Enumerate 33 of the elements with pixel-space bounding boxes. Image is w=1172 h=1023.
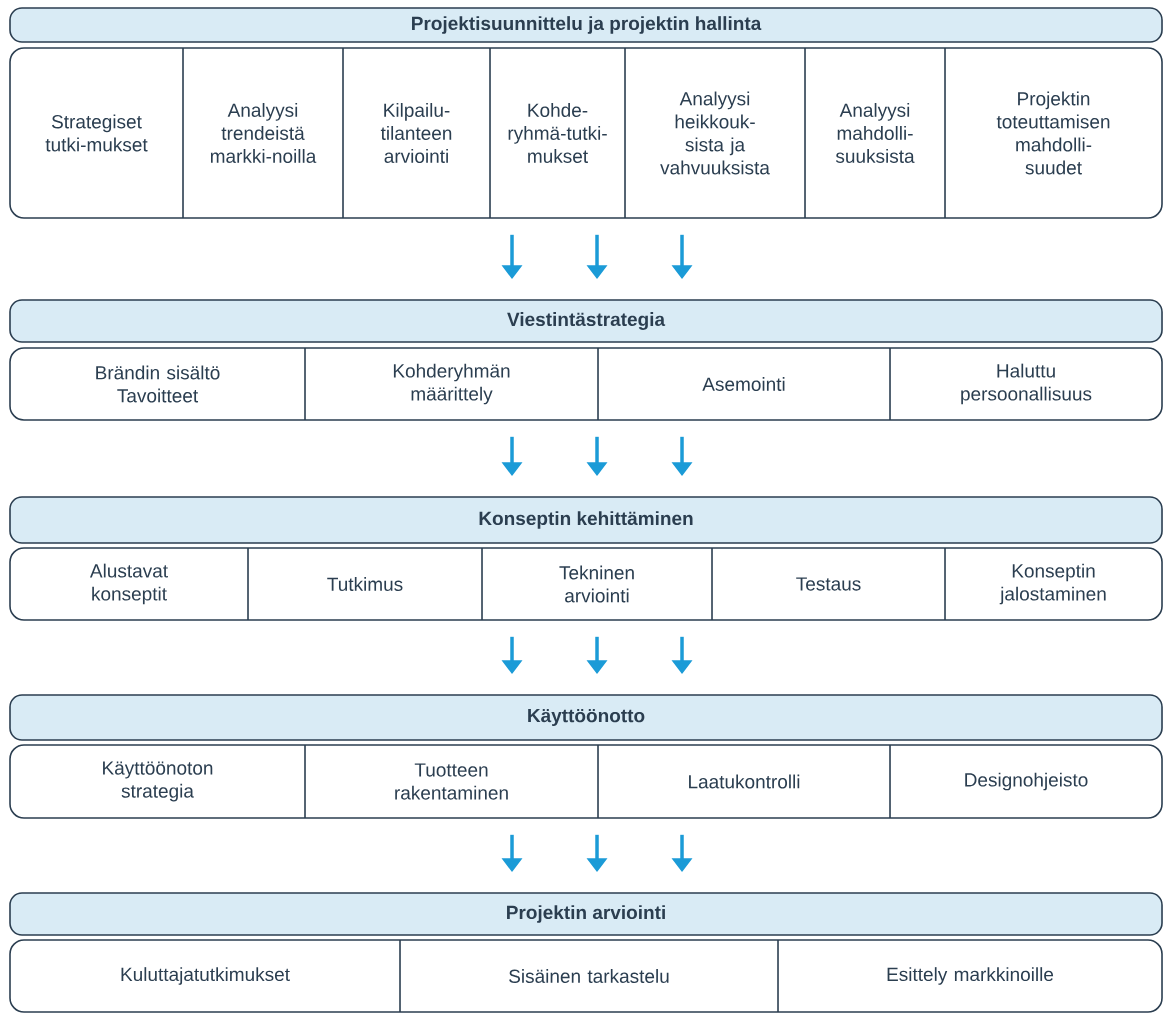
section-box [9,547,1163,621]
section-box [9,744,1163,819]
table-cell: Designohjeisto [965,772,1088,791]
table-cell: Analyysi mahdolli-suuksista [835,103,915,163]
table-cell: Strategiset tutki-mukset [45,114,148,152]
table-cell: Sisäinen tarkastelu [509,969,669,983]
table-cell: Asemointi [702,377,785,391]
table-cell: Laatukontrolli [689,774,800,789]
section-box [9,47,1163,219]
table-cell: Käyttöönoton strategia [103,761,213,802]
section-header: Projektisuunnittelu ja projektin hallinta [9,7,1163,43]
table-cell: Haluttu persoonallisuus [961,363,1092,405]
table-cell: Analyysi trendeistä markki-noilla [210,103,317,163]
table-cell: Analyysi heikkouk-sista ja vahvuuksista [660,91,770,175]
table-cell: Tuotteen rakentaminen [395,763,508,800]
table-cell: Tutkimus [327,577,403,591]
table-cell: Kilpailu-tilanteen arviointi [380,103,452,163]
table-cell: Projektin toteuttamisen mahdolli-suudet [996,91,1110,175]
table-cell: Alustavat konseptit [89,563,168,605]
section-box [9,347,1163,421]
section-header: Projektin arviointi [9,892,1163,936]
table-cell: Esittely markkinoille [887,967,1054,985]
table-cell: Kohderyhmän määrittely [393,363,510,405]
table-cell: Kohde-ryhmä-tutki-mukset [508,103,607,163]
table-cell: Brändin sisältö Tavoitteet [96,365,220,403]
section-header: Konseptin kehittäminen [9,496,1163,544]
table-cell: Testaus [796,577,861,591]
table-cell: Konseptin jalostaminen [999,563,1106,605]
section-header: Käyttöönotto [9,694,1163,741]
section-box [9,939,1163,1013]
section-header: Viestintästrategia [9,299,1163,343]
table-cell: Tekninen arviointi [559,565,634,603]
table-cell: Kuluttajatutkimukset [121,967,290,985]
